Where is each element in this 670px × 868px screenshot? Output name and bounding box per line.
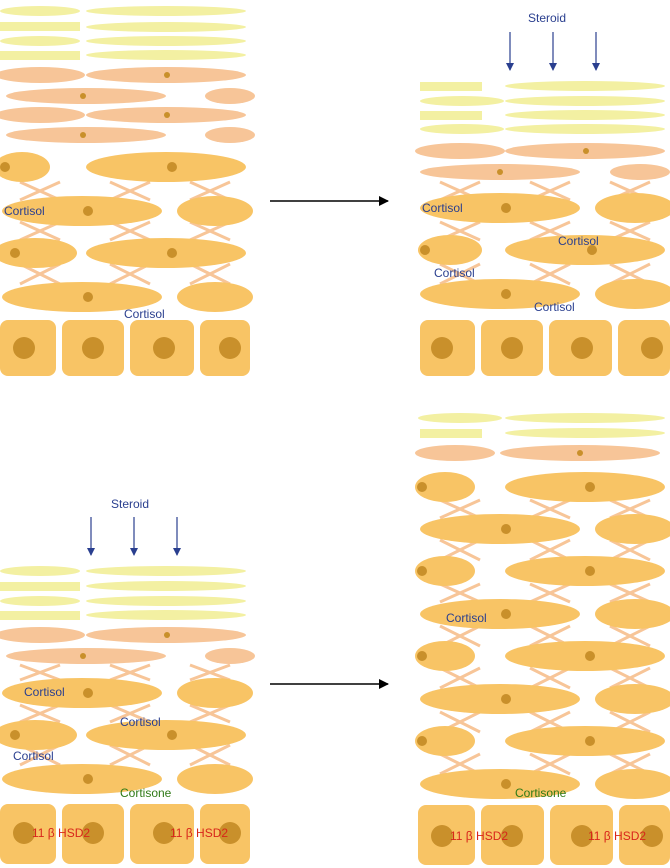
panel-top-right: Steroid <box>415 11 670 376</box>
svg-text:11 β HSD2: 11 β HSD2 <box>588 829 646 843</box>
cortisol-label: Cortisol <box>434 266 475 280</box>
enzyme-name: HSD2 <box>58 826 90 840</box>
cortisone-label: Cortisone <box>120 786 172 800</box>
spinous-layer <box>0 152 253 312</box>
enzyme-label: 11 β HSD2 <box>170 826 228 840</box>
cortisol-label: Cortisol <box>24 685 65 699</box>
enzyme-label: 11 β HSD2 <box>450 829 508 843</box>
cortisol-label: Cortisol <box>534 300 575 314</box>
panel-bottom-left: Steroid <box>0 497 255 864</box>
svg-text:11 β HSD2: 11 β HSD2 <box>450 829 508 843</box>
enzyme-name: HSD2 <box>476 829 508 843</box>
enzyme-label: 11 β HSD2 <box>588 829 646 843</box>
svg-text:11 β HSD2: 11 β HSD2 <box>170 826 228 840</box>
granular-layer <box>0 67 255 143</box>
steroid-arrows <box>506 32 600 71</box>
enzyme-name: HSD2 <box>614 829 646 843</box>
cortisol-label: Cortisol <box>446 611 487 625</box>
steroid-label: Steroid <box>111 497 149 511</box>
panel-top-left: Cortisol Cortisol <box>0 6 255 376</box>
cortisone-label: Cortisone <box>515 786 567 800</box>
cortisol-label: Cortisol <box>422 201 463 215</box>
basal-layer <box>0 320 250 376</box>
svg-text:11 β HSD2: 11 β HSD2 <box>32 826 90 840</box>
enzyme-name: HSD2 <box>196 826 228 840</box>
enzyme-symbol: 11 β <box>32 826 55 840</box>
enzyme-symbol: 11 β <box>588 829 611 843</box>
panel-bottom-right: Cortisol Cortisone 11 β HSD2 11 β HSD2 <box>415 413 670 865</box>
enzyme-symbol: 11 β <box>450 829 473 843</box>
cortisol-label: Cortisol <box>558 234 599 248</box>
enzyme-symbol: 11 β <box>170 826 193 840</box>
steroid-label: Steroid <box>528 11 566 25</box>
cortisol-label: Cortisol <box>120 715 161 729</box>
enzyme-label: 11 β HSD2 <box>32 826 90 840</box>
cortisol-label: Cortisol <box>4 204 45 218</box>
cortisol-label: Cortisol <box>124 307 165 321</box>
stratum-corneum <box>0 6 246 60</box>
steroid-arrows <box>87 517 181 556</box>
cortisol-label: Cortisol <box>13 749 54 763</box>
